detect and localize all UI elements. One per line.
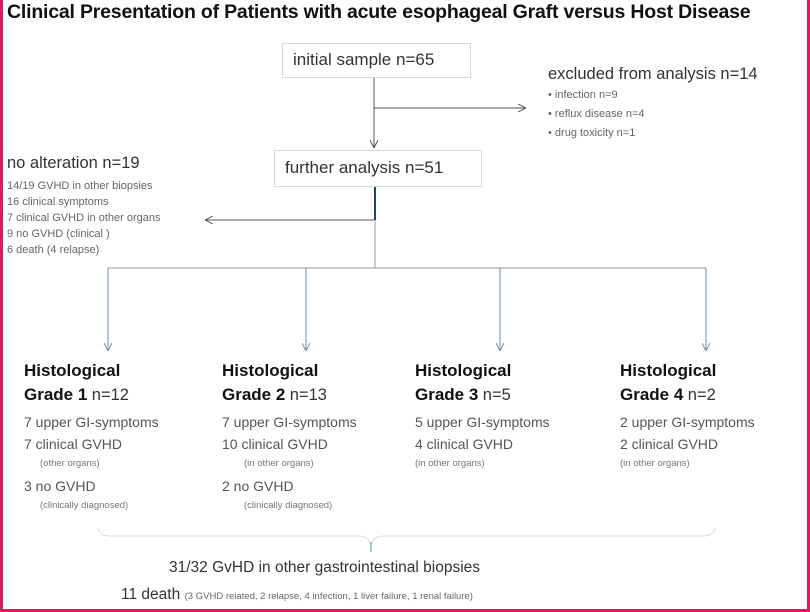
excluded-item: • reflux disease n=4 [548, 108, 645, 120]
summary-brace [97, 527, 716, 546]
no-alteration-item: 16 clinical symptoms [7, 196, 109, 208]
summary-death: 11 death (3 GVHD related, 2 relapse, 4 i… [121, 586, 473, 603]
no-alteration-item: 9 no GVHD (clinical ) [7, 228, 110, 240]
flow-connectors [97, 77, 716, 552]
grade-2-note: (in other organs) [244, 458, 314, 469]
grade-1-line: 7 upper GI-symptoms [24, 414, 159, 430]
grade-2-heading: Histological [222, 361, 319, 380]
diagram-title: Clinical Presentation of Patients with a… [7, 1, 751, 23]
further-analysis-box: further analysis n=51 [274, 150, 482, 187]
grade-2-note: (clinically diagnosed) [244, 500, 333, 511]
grade-3-note: (in other organs) [415, 458, 485, 469]
grade-4-line: 2 clinical GVHD [620, 436, 719, 452]
excluded-heading: excluded from analysis n=14 [548, 65, 758, 83]
grade-4-line: 2 upper GI-symptoms [620, 414, 755, 430]
grade-4-note: (in other organs) [620, 458, 690, 469]
grade-4-heading: Histological [620, 361, 717, 380]
initial-sample-box: initial sample n=65 [282, 43, 471, 78]
no-alteration-heading: no alteration n=19 [7, 154, 140, 172]
further-analysis-label: further analysis n=51 [285, 158, 444, 177]
grade-1-heading: Histological [24, 361, 121, 380]
grade-3-line: 5 upper GI-symptoms [415, 414, 550, 430]
grade-4-label: Grade 4 n=2 [620, 385, 716, 404]
grade-2-line: 10 clinical GVHD [222, 436, 328, 452]
grade-2-label: Grade 2 n=13 [222, 385, 327, 404]
grade-1-line: 3 no GVHD [24, 478, 96, 494]
excluded-item: • drug toxicity n=1 [548, 127, 636, 139]
no-alteration-item: 14/19 GVHD in other biopsies [7, 180, 153, 192]
summary-biopsies: 31/32 GvHD in other gastrointestinal bio… [169, 559, 481, 576]
grade-2-line: 2 no GVHD [222, 478, 294, 494]
grade-2-line: 7 upper GI-symptoms [222, 414, 357, 430]
grade-1-note: (clinically diagnosed) [40, 500, 129, 511]
grade-1-label: Grade 1 n=12 [24, 385, 129, 404]
diagram-canvas: Clinical Presentation of Patients with a… [3, 0, 807, 609]
grade-3-line: 4 clinical GVHD [415, 436, 514, 452]
no-alteration-item: 7 clinical GVHD in other organs [7, 212, 161, 224]
grade-1-note: (other organs) [40, 458, 100, 469]
grade-3-heading: Histological [415, 361, 512, 380]
no-alteration-item: 6 death (4 relapse) [7, 244, 100, 256]
initial-sample-label: initial sample n=65 [293, 50, 435, 69]
excluded-item: • infection n=9 [548, 89, 618, 101]
grade-1-line: 7 clinical GVHD [24, 436, 123, 452]
grade-3-label: Grade 3 n=5 [415, 385, 511, 404]
